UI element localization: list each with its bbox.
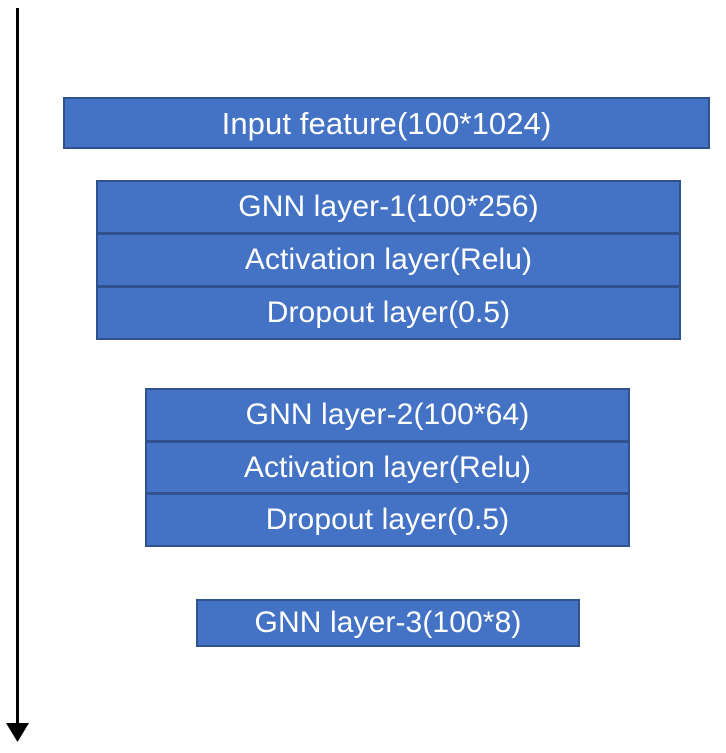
block-row-gnn-layer-1: GNN layer-1(100*256) <box>98 182 679 232</box>
block-row-dropout-layer-2: Dropout layer(0.5) <box>147 492 628 546</box>
block-row-activation-layer-1: Activation layer(Relu) <box>98 232 679 285</box>
block-row-gnn-layer-3: GNN layer-3(100*8) <box>198 601 578 645</box>
block-gnn-layer-1-group[interactable]: GNN layer-1(100*256) Activation layer(Re… <box>96 180 681 340</box>
block-row-dropout-layer-1: Dropout layer(0.5) <box>98 285 679 338</box>
block-row-activation-layer-2: Activation layer(Relu) <box>147 439 628 493</box>
block-row-input-feature: Input feature(100*1024) <box>65 99 708 147</box>
block-row-gnn-layer-2: GNN layer-2(100*64) <box>147 390 628 440</box>
block-gnn-layer-3-group[interactable]: GNN layer-3(100*8) <box>196 599 580 647</box>
block-gnn-layer-2-group[interactable]: GNN layer-2(100*64) Activation layer(Rel… <box>145 388 630 547</box>
arrow-head-icon <box>6 723 29 742</box>
block-input-feature[interactable]: Input feature(100*1024) <box>63 97 710 149</box>
